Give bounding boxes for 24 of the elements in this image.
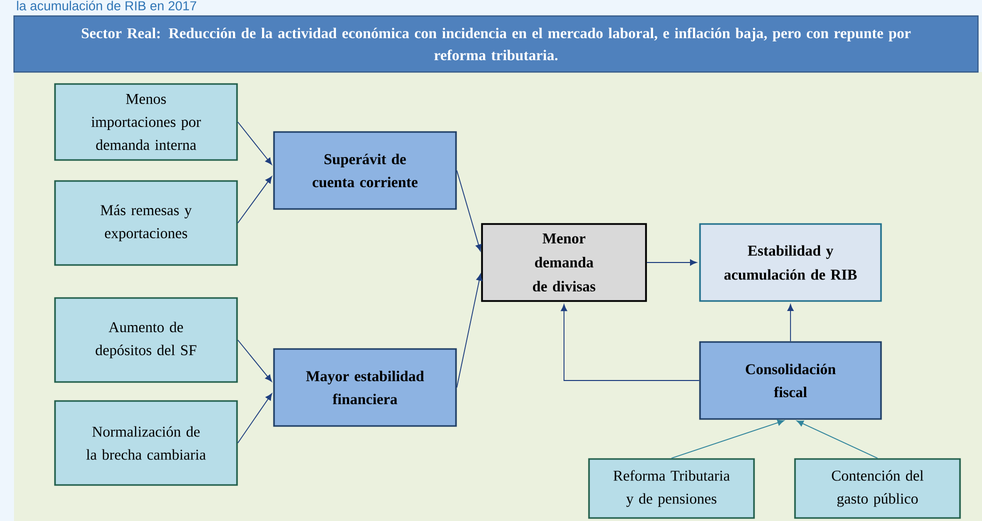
- arrow: [237, 340, 272, 382]
- arrow: [237, 393, 272, 444]
- cause-box: Menos importaciones por demanda interna: [54, 83, 238, 161]
- arrow: [560, 304, 700, 381]
- arrow: [646, 259, 697, 266]
- banner-box: Sector Real: Reducción de la actividad económica con incidencia en el mercado laboral, e inflación baja, pero con repunte por reforma tributaria.: [13, 15, 979, 73]
- arrow: [456, 274, 482, 388]
- process-box: Menor demanda de divisas: [481, 223, 647, 302]
- outcome-box: Estabilidad y acumulación de RIB: [699, 223, 882, 302]
- arrow: [456, 170, 482, 252]
- arrow: [671, 420, 784, 459]
- title: la acumulación de RIB en 2017: [17, 0, 196, 10]
- factor-box: Mayor estabilidad financiera: [273, 348, 457, 427]
- cause-box: Más remesas y exportaciones: [54, 180, 238, 266]
- cause-box: Reforma Tributaria y de pensiones: [588, 458, 755, 519]
- arrow: [237, 176, 272, 224]
- cause-box: Normalización de la brecha cambiaria: [54, 400, 238, 486]
- factor-box: Superávit de cuenta corriente: [273, 131, 457, 210]
- cause-box: Aumento de depósitos del SF: [54, 297, 238, 383]
- factor-box: Consolidación fiscal: [699, 341, 882, 420]
- arrow: [237, 122, 272, 165]
- arrow: [787, 304, 794, 342]
- arrow: [796, 420, 878, 459]
- cause-box: Contención del gasto público: [794, 458, 961, 519]
